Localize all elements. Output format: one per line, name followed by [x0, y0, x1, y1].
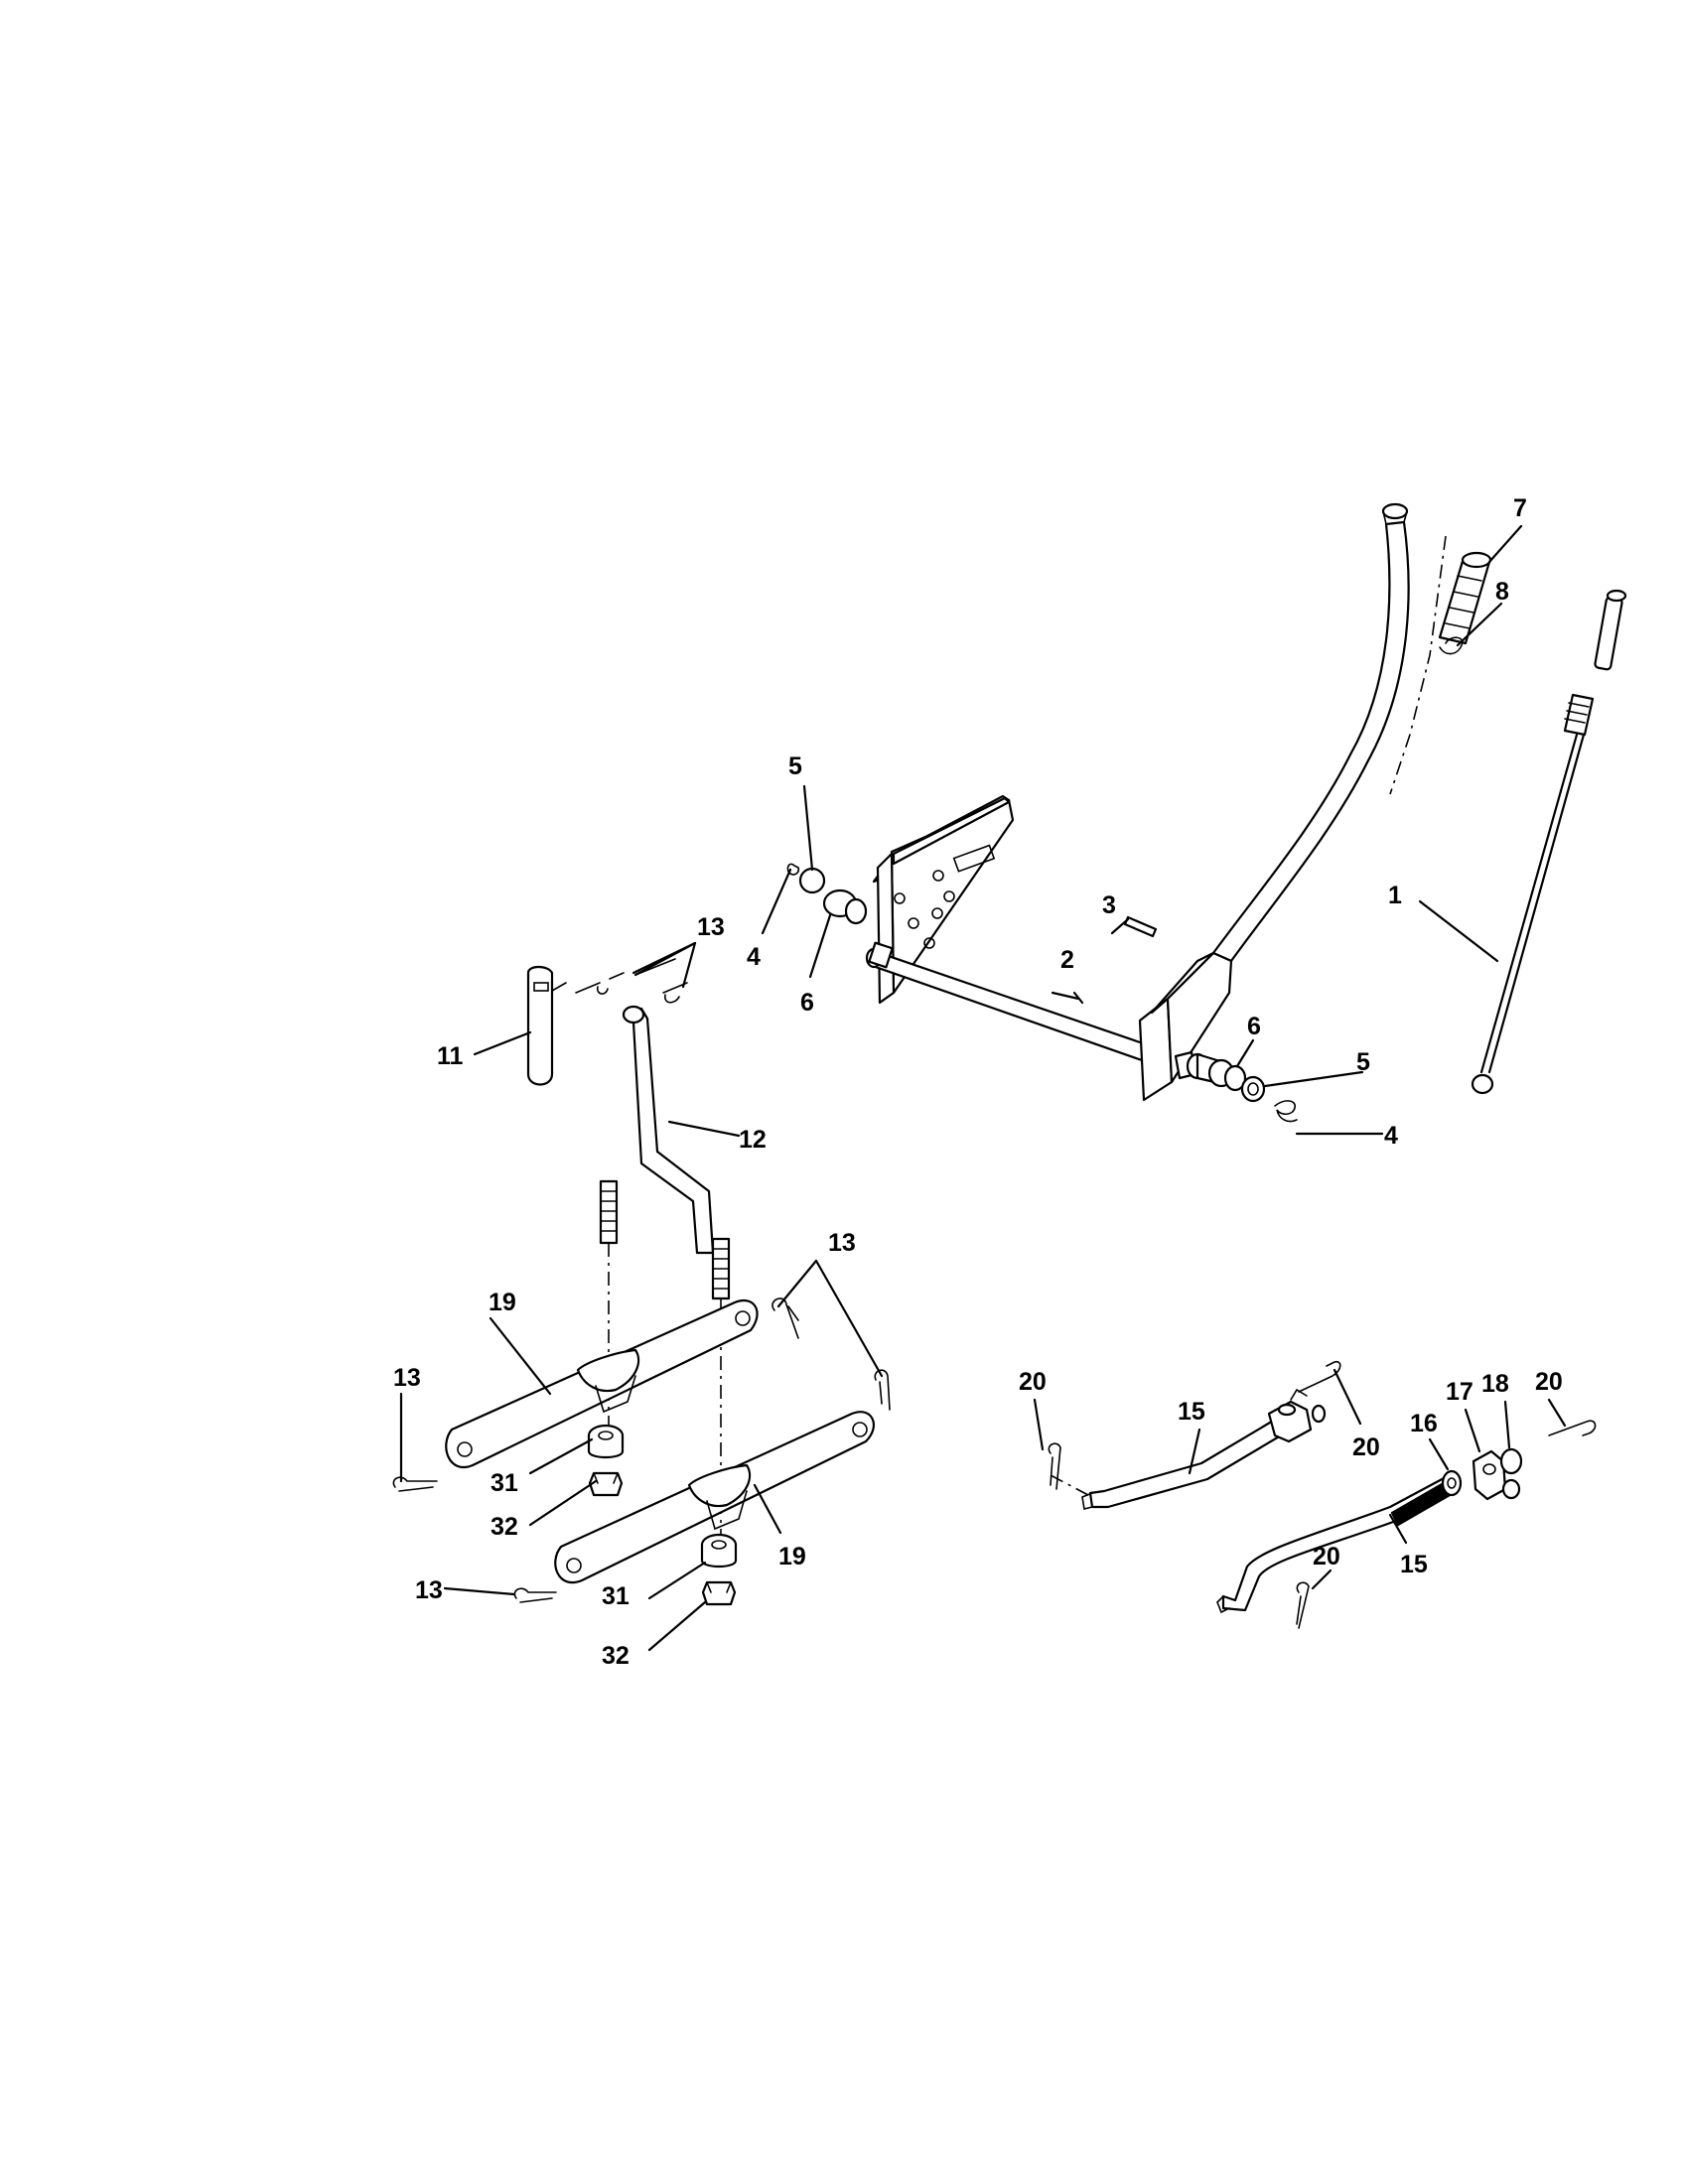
hairpin-left: [392, 1476, 438, 1492]
leader-lines: [399, 524, 1567, 1652]
left-washer: [798, 867, 826, 894]
hairpin-far-right: [874, 1369, 891, 1411]
callout-4-left: 4: [747, 943, 761, 971]
callout-20-left: 20: [1019, 1368, 1047, 1396]
callout-13-top: 13: [697, 913, 725, 941]
hairpin-20-bottom: [1296, 1581, 1310, 1629]
callout-17: 17: [1446, 1378, 1474, 1406]
adjust-rod-upper: [1081, 1418, 1283, 1510]
callout-15-lower: 15: [1400, 1551, 1428, 1578]
callout-8: 8: [1495, 578, 1509, 606]
callout-5-left: 5: [788, 752, 802, 780]
callout-1: 1: [1388, 882, 1402, 909]
left-bushing: [822, 888, 868, 925]
callout-15-upper: 15: [1178, 1398, 1205, 1426]
hairpin-20-left: [1048, 1442, 1061, 1490]
right-hairpin: [1274, 1100, 1298, 1123]
callout-18: 18: [1481, 1370, 1509, 1398]
lift-handle: [1211, 502, 1410, 963]
callout-13-right: 13: [828, 1229, 856, 1257]
callout-11: 11: [437, 1042, 464, 1070]
callout-7: 7: [1513, 494, 1527, 522]
threaded-rod-left: [599, 1179, 619, 1245]
washer-16: [1441, 1469, 1463, 1497]
hairpin-top: [575, 958, 688, 1004]
callout-2: 2: [1060, 946, 1074, 974]
callout-labels: 1 2 3 4 4 5 5 6 6 7 8 11 12 13 13 13 13 …: [393, 494, 1563, 1670]
callout-19-lower: 19: [778, 1543, 806, 1570]
callout-19-upper: 19: [489, 1289, 516, 1316]
ferrule-upper: [1267, 1388, 1327, 1443]
roll-pin: [1123, 915, 1158, 938]
callout-31-right: 31: [602, 1582, 630, 1610]
callout-4-right: 4: [1384, 1122, 1398, 1150]
lift-link-11: [526, 965, 567, 1086]
callout-6-left: 6: [800, 989, 814, 1017]
lift-arm-lower: [554, 1411, 876, 1584]
callout-31-left: 31: [491, 1469, 518, 1497]
hairpin-upper-right: [772, 1297, 799, 1339]
callout-13-left: 13: [393, 1364, 421, 1392]
hairpin-20-right: [1548, 1420, 1597, 1436]
bushing-right: [700, 1533, 738, 1569]
callout-32-left: 32: [491, 1513, 518, 1541]
callout-12: 12: [739, 1126, 767, 1154]
callout-5-right: 5: [1356, 1048, 1370, 1076]
callout-13-bottom: 13: [415, 1576, 443, 1604]
nut-18: [1499, 1447, 1523, 1500]
hairpin-20-top: [1298, 1360, 1341, 1393]
lift-plate: [872, 794, 1015, 1005]
nut-left: [588, 1471, 624, 1497]
button-rod: [1471, 589, 1627, 1095]
right-bushing: [1207, 1058, 1247, 1092]
bushing-left: [587, 1424, 625, 1459]
callout-16: 16: [1410, 1410, 1438, 1437]
callout-32-right: 32: [602, 1642, 630, 1670]
callout-3: 3: [1102, 891, 1116, 919]
callout-20-bottom: 20: [1313, 1543, 1340, 1570]
hairpin-bottom-left: [513, 1587, 557, 1603]
threaded-rod-right: [711, 1237, 731, 1300]
nut-right: [701, 1580, 737, 1606]
right-washer: [1240, 1075, 1266, 1103]
lift-arm-upper: [445, 1299, 759, 1469]
grip-alignment-line: [1389, 535, 1447, 795]
callout-6-right: 6: [1247, 1013, 1261, 1040]
callout-20-right: 20: [1535, 1368, 1563, 1396]
handle-grip: [1438, 551, 1492, 645]
lift-arm-bracket: [1138, 951, 1233, 1102]
callout-20-middle: 20: [1352, 1433, 1380, 1461]
grip-clip: [1439, 636, 1464, 655]
lift-link-12: [622, 1005, 715, 1255]
